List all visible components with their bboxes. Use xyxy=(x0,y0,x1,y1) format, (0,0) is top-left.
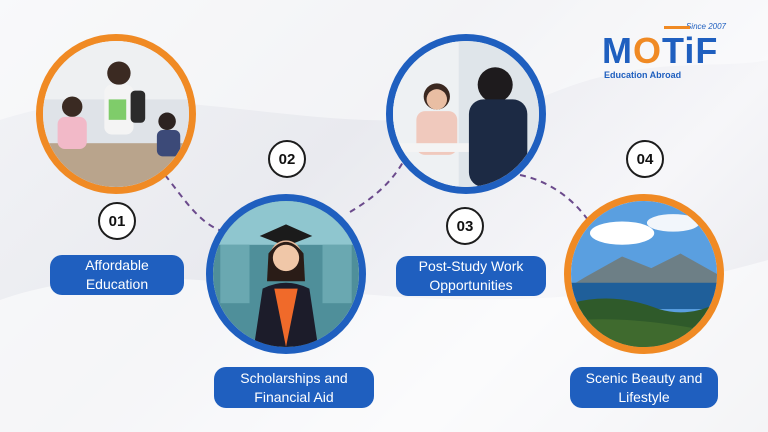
photo-scenic-lake xyxy=(564,194,724,354)
step-number-2: 02 xyxy=(268,140,306,178)
logo-rest: TiF xyxy=(662,30,719,71)
photo-graduate xyxy=(206,194,366,354)
photo-students-classroom xyxy=(36,34,196,194)
step-label-4: Scenic Beauty and Lifestyle xyxy=(570,367,718,408)
brand-logo: Since 2007 MOTiF Education Abroad xyxy=(600,22,730,84)
step-label-2: Scholarships and Financial Aid xyxy=(214,367,374,408)
photo-interview xyxy=(386,34,546,194)
step-label-3: Post-Study Work Opportunities xyxy=(396,256,546,296)
step-number-1: 01 xyxy=(98,202,136,240)
logo-wordmark: MOTiF xyxy=(602,30,718,72)
logo-m: M xyxy=(602,30,633,71)
logo-tagline: Education Abroad xyxy=(604,70,682,80)
logo-accent-bar xyxy=(664,26,690,29)
step-label-1: Affordable Education xyxy=(50,255,184,295)
step-number-3: 03 xyxy=(446,207,484,245)
step-number-4: 04 xyxy=(626,140,664,178)
logo-o: O xyxy=(633,30,663,71)
logo-since: Since 2007 xyxy=(685,22,726,31)
